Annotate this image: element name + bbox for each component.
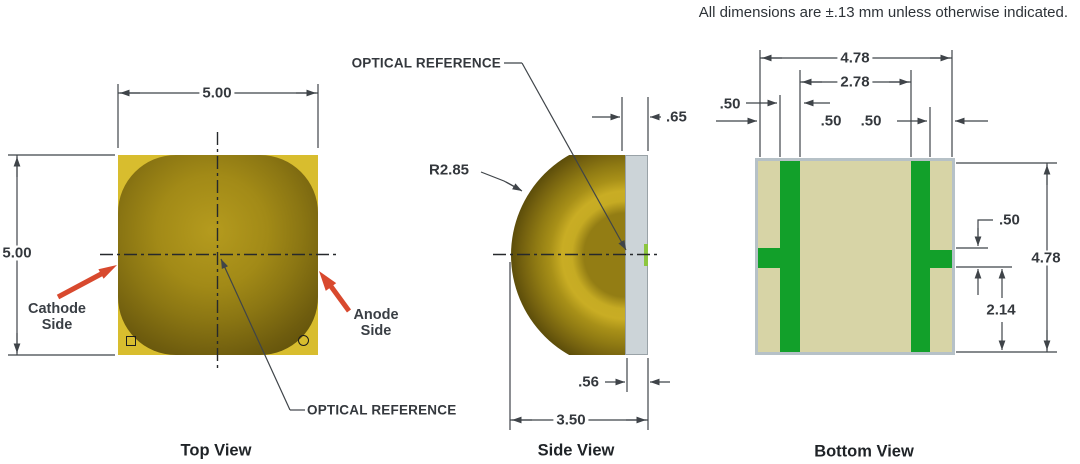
tab-height-dimension: .50 [996, 212, 1023, 228]
top-view-caption: Top View [180, 441, 252, 460]
side-view-substrate [625, 155, 648, 355]
top-height-dimension: 5.00 [0, 245, 35, 261]
pad-dimension-mid-b: .50 [857, 113, 885, 129]
anode-pad [911, 161, 930, 352]
anode-pad-tab [930, 250, 952, 268]
cathode-pad-tab [758, 248, 780, 268]
tab-offset-dimension: 2.14 [983, 302, 1019, 318]
tolerance-note: All dimensions are ±.13 mm unless otherw… [698, 4, 1068, 21]
depth-dimension: 3.50 [553, 412, 589, 428]
bottom-view-caption: Bottom View [814, 442, 914, 461]
bottom-view-package-body [755, 158, 955, 355]
bottom-height-dimension: 4.78 [1028, 250, 1064, 266]
top-view-centerlines [100, 132, 660, 372]
optical-reference-label-side: OPTICAL REFERENCE [351, 55, 501, 71]
lens-radius-dimension: R2.85 [429, 161, 470, 179]
optical-reference-label-top: OPTICAL REFERENCE [307, 402, 457, 418]
side-view-dimensions [480, 62, 670, 430]
bottom-width-dimension: 4.78 [837, 50, 873, 66]
cathode-pad [780, 161, 800, 352]
standoff-dimension: .56 [575, 374, 602, 390]
anode-side-label: Anode Side [353, 307, 399, 339]
lens-edge-dimension: .65 [663, 109, 690, 125]
top-width-dimension: 5.00 [199, 85, 235, 101]
cathode-corner-marker [126, 336, 136, 346]
side-view-caption: Side View [537, 441, 615, 460]
polarity-arrows [56, 265, 352, 313]
cathode-side-label: Cathode Side [28, 301, 86, 333]
top-view-dimensions [8, 84, 319, 411]
pad-dimension-mid-a: .50 [817, 113, 845, 129]
pad-dimension-left: .50 [716, 96, 744, 112]
anode-corner-marker [298, 335, 309, 346]
pad-gap-dimension: 2.78 [837, 74, 873, 90]
